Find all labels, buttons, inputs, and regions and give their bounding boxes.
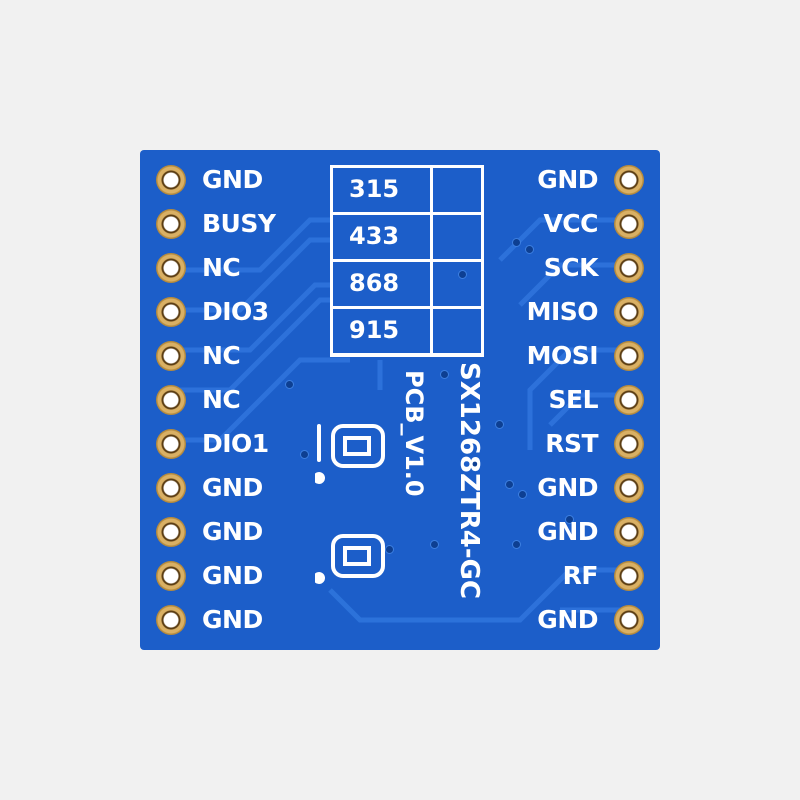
castellated-pad [156,297,186,327]
pin-label-right: RF [562,561,599,590]
pcb-version-label: PCB_V1.0 [400,370,428,497]
freq-label: 315 [349,175,400,203]
pcb-module: 315 433 868 915 SX1268ZTR4-GC PCB_V1.0 [140,150,660,650]
pin-label-left: BUSY [202,209,276,238]
pin-label-right: GND [537,605,598,634]
pin-label-left: GND [202,473,263,502]
freq-row: 868 [333,262,481,309]
freq-label: 868 [349,269,400,297]
freq-label: 433 [349,222,400,250]
castellated-pad [156,165,186,195]
via [470,460,479,469]
via [430,540,439,549]
castellated-pad [156,605,186,635]
castellated-pad [156,385,186,415]
castellated-pad [156,429,186,459]
castellated-pad [156,209,186,239]
via [512,540,521,549]
castellated-pad [614,473,644,503]
castellated-pad [614,385,644,415]
freq-row: 315 [333,168,481,215]
model-label: SX1268ZTR4-GC [454,362,484,600]
via [458,270,467,279]
pin-label-left: DIO3 [202,297,269,326]
castellated-pad [614,297,644,327]
castellated-pad [156,517,186,547]
pin-label-left: GND [202,517,263,546]
castellated-pad [156,473,186,503]
pin-label-right: SCK [543,253,599,282]
castellated-pad [614,341,644,371]
via [440,370,449,379]
pin-label-left: GND [202,165,263,194]
pin-label-right: GND [537,473,598,502]
pin-label-right: MISO [526,297,599,326]
castellated-pad [156,253,186,283]
pin-label-right: SEL [548,385,598,414]
castellated-pad [614,165,644,195]
pin-label-right: RST [545,429,598,458]
pin-label-left: GND [202,561,263,590]
table-divider [430,168,433,354]
via [512,238,521,247]
silkscreen-mark [315,424,385,484]
pin-label-left: DIO1 [202,429,269,458]
pin-label-right: GND [537,517,598,546]
via [565,515,574,524]
castellated-pad [614,429,644,459]
via [495,420,504,429]
copper-traces [180,217,620,623]
castellated-pad [614,517,644,547]
pin-label-right: VCC [543,209,598,238]
pin-label-left: NC [202,341,241,370]
castellated-pad [614,253,644,283]
freq-row: 433 [333,215,481,262]
castellated-pad [614,561,644,591]
freq-row: 915 [333,309,481,356]
via [505,480,514,489]
frequency-table: 315 433 868 915 [330,165,484,357]
pin-label-left: NC [202,385,241,414]
pin-label-right: MOSI [526,341,599,370]
pin-label-left: NC [202,253,241,282]
silkscreen-mark [315,534,385,584]
pin-label-left: GND [202,605,263,634]
castellated-pad [156,561,186,591]
pin-label-right: GND [537,165,598,194]
freq-label: 915 [349,316,400,344]
castellated-pad [156,341,186,371]
castellated-pad [614,209,644,239]
via [518,490,527,499]
via [385,545,394,554]
via [525,245,534,254]
via [300,450,309,459]
castellated-pad [614,605,644,635]
via [285,380,294,389]
